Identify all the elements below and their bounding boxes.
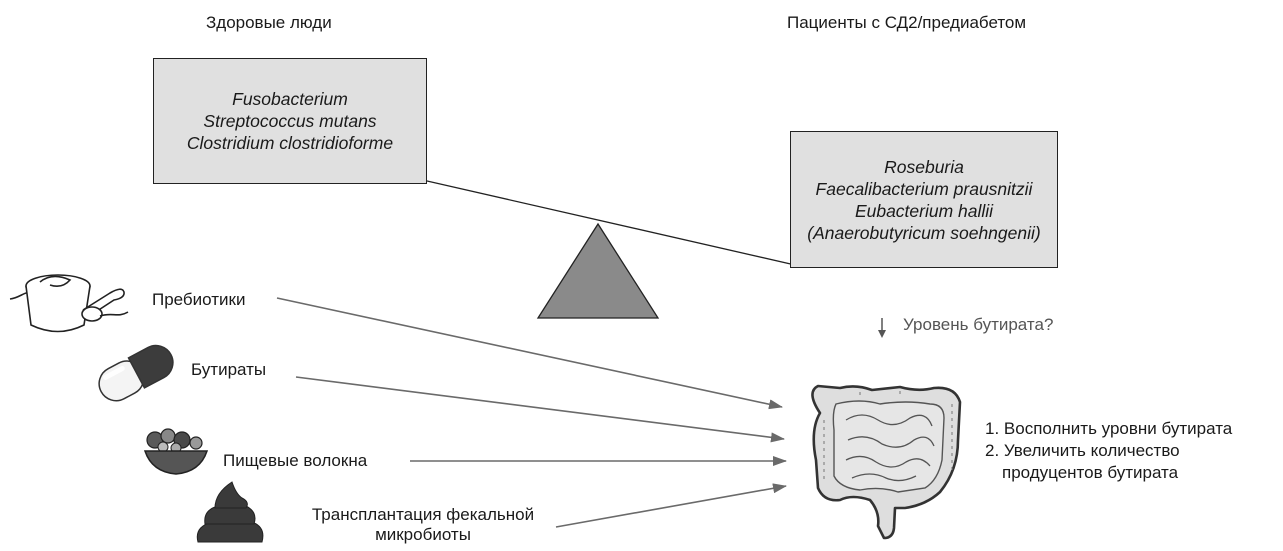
label-fmt-line2: микробиоты xyxy=(268,525,578,545)
goal-item-2-line2: продуцентов бутирата xyxy=(985,462,1232,484)
salad-bowl-icon xyxy=(145,429,207,474)
goal-item-2-line1: 2. Увеличить количество xyxy=(985,440,1232,462)
label-fiber: Пищевые волокна xyxy=(223,451,367,471)
bacteria-name: Clostridium clostridioforme xyxy=(187,132,393,154)
balance-fulcrum xyxy=(538,224,658,318)
arrow-butyrates xyxy=(296,377,784,439)
bacteria-name: Faecalibacterium prausnitzii xyxy=(816,178,1033,200)
label-prebiotics: Пребиотики xyxy=(152,290,245,310)
bacteria-name: Streptococcus mutans xyxy=(203,110,376,132)
bacteria-name: Roseburia xyxy=(884,156,964,178)
stool-icon xyxy=(197,482,263,542)
header-healthy: Здоровые люди xyxy=(206,13,332,33)
bacteria-name: (Anaerobutyricum soehngenii) xyxy=(807,222,1040,244)
yogurt-icon xyxy=(10,275,128,332)
label-fmt: Трансплантация фекальной микробиоты xyxy=(268,505,578,545)
header-patients: Пациенты с СД2/предиабетом xyxy=(787,13,1026,33)
bacteria-name: Eubacterium hallii xyxy=(855,200,993,222)
patient-bacteria-box: Roseburia Faecalibacterium prausnitzii E… xyxy=(790,131,1058,268)
goals-list: 1. Восполнить уровни бутирата 2. Увеличи… xyxy=(985,418,1232,484)
healthy-bacteria-box: Fusobacterium Streptococcus mutans Clost… xyxy=(153,58,427,184)
capsule-icon xyxy=(93,340,179,407)
label-butyrates: Бутираты xyxy=(191,360,266,380)
arrow-fmt xyxy=(556,486,786,527)
label-fmt-line1: Трансплантация фекальной xyxy=(268,505,578,525)
goal-item-1: 1. Восполнить уровни бутирата xyxy=(985,418,1232,440)
bacteria-name: Fusobacterium xyxy=(232,88,348,110)
arrow-prebiotics xyxy=(277,298,782,407)
down-arrow-icon xyxy=(878,318,886,338)
butyrate-level-label: Уровень бутирата? xyxy=(903,315,1053,335)
intestine-icon xyxy=(812,386,960,538)
